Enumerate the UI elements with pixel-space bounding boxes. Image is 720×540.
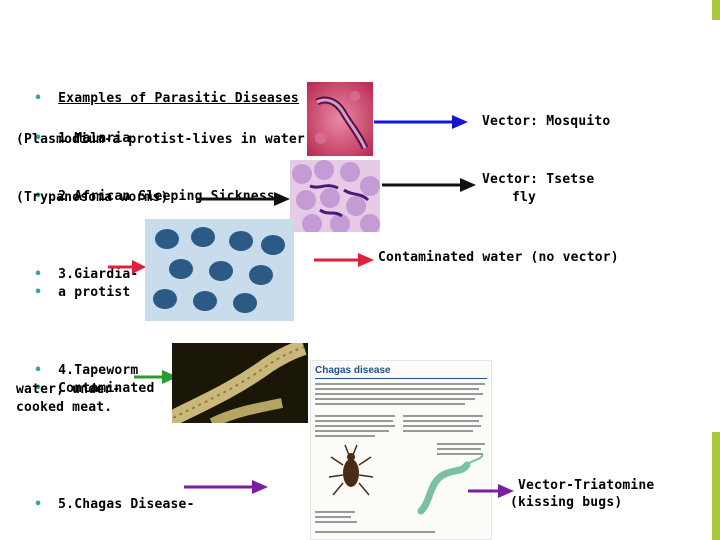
tapeworm-line1: 4.Tapeworm bbox=[58, 363, 139, 378]
giardia-line1: 3.Giardia- bbox=[58, 267, 139, 282]
chagas-title: • 5.Chagas Disease- bbox=[18, 479, 195, 513]
sleeping-sickness-arrow-right bbox=[382, 178, 476, 192]
tapeworm-line2: Contaminated bbox=[58, 381, 155, 396]
giardia-title: • 3.Giardia- bbox=[18, 249, 138, 283]
bullet: • bbox=[34, 363, 43, 378]
giardia-vector: Contaminated water (no vector) bbox=[378, 250, 619, 265]
giardia-subtitle: • a protist bbox=[18, 267, 130, 301]
malaria-line2: (Plasmodium-a protist-lives in water) bbox=[16, 132, 313, 147]
bullet: • bbox=[34, 189, 43, 204]
bullet: • bbox=[34, 381, 43, 396]
accent-bar-bottom bbox=[712, 432, 720, 540]
chagas-line1: 5.Chagas Disease- bbox=[58, 497, 195, 512]
trypanosome-icon bbox=[417, 454, 484, 515]
giardia-line2: a protist bbox=[58, 285, 131, 300]
chagas-figure-rule bbox=[315, 378, 487, 379]
malaria-arrow bbox=[374, 115, 468, 129]
tapeworm-line3: water; under- bbox=[16, 382, 121, 397]
sleeping-sickness-vector-line2: fly bbox=[512, 190, 537, 205]
chagas-vector-line2: (kissing bugs) bbox=[510, 495, 623, 510]
tapeworm-arrow bbox=[134, 370, 178, 384]
tapeworm-line2-row: • Contaminated bbox=[18, 363, 154, 397]
giardia-arrow-left bbox=[108, 260, 146, 274]
malaria-vector: Vector: Mosquito bbox=[482, 114, 611, 129]
sleeping-sickness-arrow-left bbox=[196, 192, 290, 206]
tapeworm-line4: cooked meat. bbox=[16, 400, 113, 415]
bullet: • bbox=[34, 131, 43, 146]
chagas-figure: Chagas disease bbox=[310, 360, 492, 540]
malaria-micrograph bbox=[307, 82, 373, 156]
malaria-line1: 1.Malaria bbox=[58, 131, 131, 146]
kissing-bug-icon bbox=[328, 444, 374, 496]
chagas-figure-title: Chagas disease bbox=[315, 365, 391, 376]
giardia-arrow-right bbox=[314, 253, 374, 267]
bullet: • bbox=[34, 267, 43, 282]
bullet: • bbox=[34, 497, 43, 512]
trypanosoma-micrograph bbox=[290, 160, 380, 232]
chagas-vector-line1: Vector-Triatomine bbox=[518, 478, 655, 493]
tapeworm-photo bbox=[172, 343, 308, 423]
tapeworm-title: • 4.Tapeworm bbox=[18, 345, 138, 379]
accent-bar-top bbox=[712, 0, 720, 20]
slide-heading: • Examples of Parasitic Diseases bbox=[18, 73, 299, 107]
chagas-arrow-left bbox=[184, 480, 268, 494]
bullet: • bbox=[34, 91, 43, 106]
heading-text: Examples of Parasitic Diseases bbox=[58, 91, 299, 106]
sleeping-sickness-vector-line1: Vector: Tsetse bbox=[482, 172, 595, 187]
chagas-arrow-right bbox=[468, 484, 514, 498]
malaria-title: • 1.Malaria bbox=[18, 113, 130, 147]
sleeping-sickness-line2: (Trypanosoma worms) bbox=[16, 190, 169, 205]
bullet: • bbox=[34, 285, 43, 300]
chagas-figure-art bbox=[315, 383, 485, 533]
giardia-micrograph bbox=[145, 219, 294, 321]
